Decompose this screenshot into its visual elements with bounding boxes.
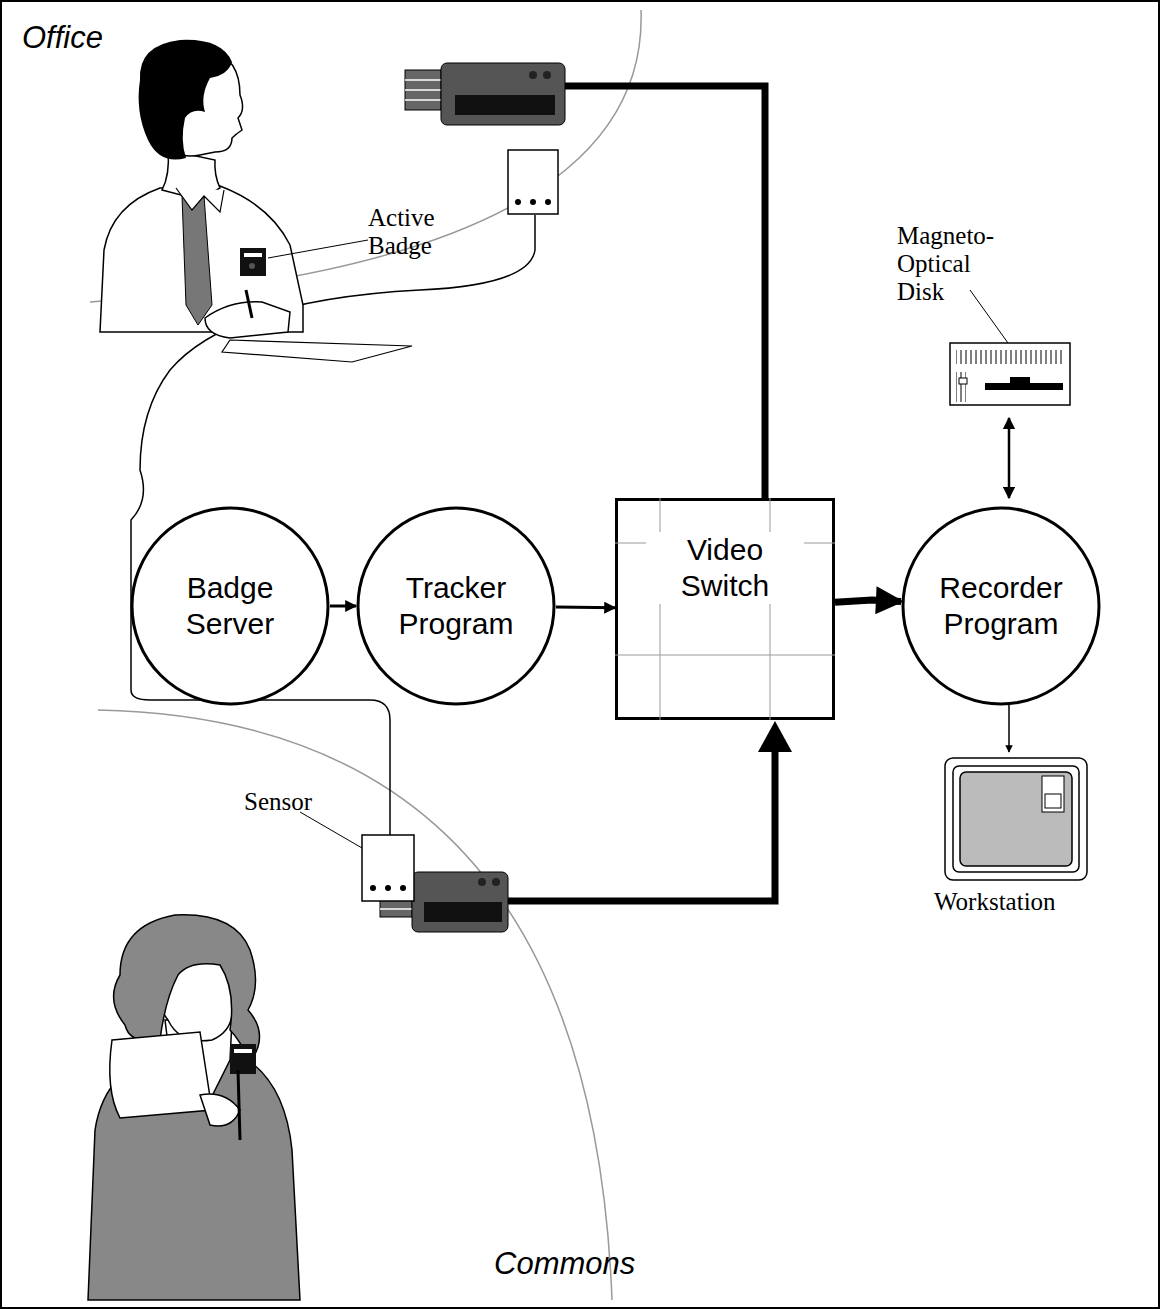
camera — [405, 63, 565, 125]
region-label: Commons — [494, 1246, 694, 1282]
node-label: Tracker Program — [376, 570, 536, 642]
node-label: Recorder Program — [921, 570, 1081, 642]
man-figure — [100, 40, 412, 362]
node-label: Video Switch — [646, 532, 804, 604]
workstation-icon — [945, 758, 1087, 880]
process-circle-outline — [356, 506, 556, 706]
callout-label: Magneto-Optical Disk — [897, 222, 1022, 306]
node-label: Badge Server — [150, 570, 310, 642]
flow-arrow — [835, 600, 901, 602]
process-circle-outline — [901, 506, 1101, 706]
callout-label: Sensor — [244, 788, 344, 816]
process-circle: Recorder Program — [901, 506, 1101, 706]
device-label: Workstation — [934, 888, 1104, 916]
process-circle: Badge Server — [130, 506, 330, 706]
process-circle-outline — [130, 506, 330, 706]
woman-figure — [88, 915, 300, 1300]
flow-arrow — [556, 606, 615, 610]
region-label: Office — [22, 20, 222, 56]
flow-arrow — [330, 605, 356, 608]
switch-box: Video Switch — [615, 498, 835, 720]
disk-drive — [950, 343, 1070, 405]
callout-label: Active Badge — [368, 204, 463, 260]
process-circle: Tracker Program — [356, 506, 556, 706]
